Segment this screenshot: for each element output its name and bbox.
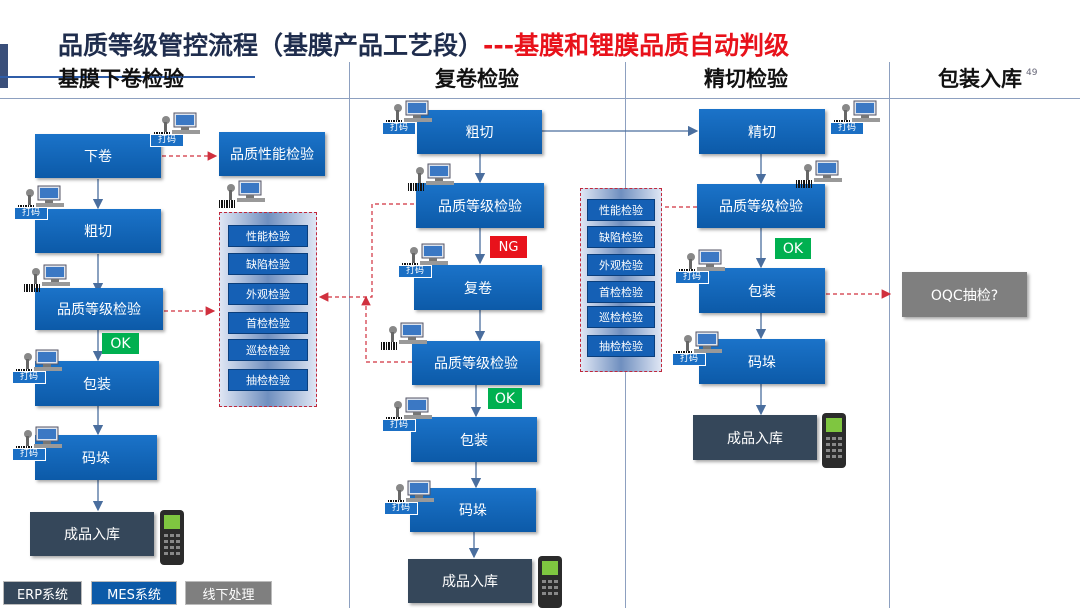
xiajuan-step: 下卷 — [35, 134, 161, 178]
pc-barcode-icon — [219, 180, 265, 208]
quality-grade-check: 品质等级检验 — [697, 184, 825, 228]
legend-erp: ERP系统 — [3, 581, 82, 605]
column-divider-1 — [349, 62, 350, 608]
rough-cut-step: 粗切 — [35, 209, 161, 253]
ng-badge: NG — [490, 236, 527, 258]
quality-grade-check: 品质等级检验 — [416, 183, 544, 228]
panel-item: 首检检验 — [587, 281, 655, 303]
rough-cut-step: 粗切 — [417, 110, 542, 154]
palletizing-step: 码垛 — [35, 435, 157, 480]
panel-item: 抽检检验 — [228, 369, 308, 391]
title-underline — [0, 76, 255, 78]
panel-item: 性能检验 — [228, 225, 308, 247]
oqc-sampling-step: OQC抽检? — [902, 272, 1027, 317]
ok-badge: OK — [102, 333, 139, 354]
panel-item: 性能检验 — [587, 199, 655, 221]
pc-barcode-icon — [154, 112, 200, 140]
pc-barcode-icon — [381, 322, 427, 350]
panel-item: 外观检验 — [228, 283, 308, 305]
quality-performance-check: 品质性能检验 — [219, 132, 325, 176]
palletizing-step: 码垛 — [410, 488, 536, 532]
print-tag: 打码 — [14, 207, 48, 220]
panel-item: 缺陷检验 — [587, 226, 655, 248]
print-tag: 打码 — [12, 448, 46, 461]
warehouse-in-step: 成品入库 — [30, 512, 154, 556]
column-header-4: 包装入库 — [938, 67, 1022, 91]
page-number: 49 — [1026, 68, 1038, 78]
quality-grade-check: 品质等级检验 — [35, 288, 163, 330]
ok-badge: OK — [775, 238, 811, 259]
column-header-1: 基膜下卷检验 — [58, 67, 184, 91]
print-tag: 打码 — [382, 419, 416, 432]
inspection-panel-1: 性能检验 缺陷检验 外观检验 首检检验 巡检检验 抽检检验 — [219, 212, 317, 407]
print-tag: 打码 — [398, 265, 432, 278]
panel-item: 巡检检验 — [228, 339, 308, 361]
packaging-step: 包装 — [699, 268, 825, 313]
print-tag: 打码 — [830, 122, 864, 135]
title-sub: ---基膜和锂膜品质自动判级 — [483, 31, 790, 60]
page-title: 品质等级管控流程（基膜产品工艺段）---基膜和锂膜品质自动判级 — [58, 26, 789, 62]
panel-item: 缺陷检验 — [228, 253, 308, 275]
warehouse-in-step: 成品入库 — [408, 559, 532, 603]
warehouse-in-step: 成品入库 — [693, 415, 817, 460]
column-divider-3 — [889, 62, 890, 608]
inspection-panel-2: 性能检验 缺陷检验 外观检验 首检检验 巡检检验 抽检检验 — [580, 188, 662, 372]
panel-item: 外观检验 — [587, 254, 655, 276]
print-tag: 打码 — [12, 371, 46, 384]
palletizing-step: 码垛 — [699, 339, 825, 384]
pc-barcode-icon — [408, 163, 454, 191]
pc-barcode-icon — [16, 349, 62, 377]
title-accent-bar — [0, 44, 8, 88]
pc-barcode-icon — [24, 264, 70, 292]
print-tag: 打码 — [675, 271, 709, 284]
print-tag: 打码 — [150, 134, 184, 147]
panel-item: 巡检检验 — [587, 306, 655, 328]
legend-offline: 线下处理 — [185, 581, 272, 605]
quality-grade-check: 品质等级检验 — [412, 341, 540, 385]
panel-item: 首检检验 — [228, 312, 308, 334]
handheld-terminal-icon — [538, 556, 562, 608]
rewind-step: 复卷 — [414, 265, 542, 310]
print-tag: 打码 — [672, 353, 706, 366]
handheld-terminal-icon — [822, 413, 846, 468]
fine-cut-step: 精切 — [699, 109, 825, 154]
legend-mes: MES系统 — [91, 581, 177, 605]
pc-barcode-icon — [796, 160, 842, 188]
column-header-2: 复卷检验 — [435, 67, 519, 91]
header-divider — [0, 98, 1080, 99]
print-tag: 打码 — [384, 502, 418, 515]
column-header-3: 精切检验 — [704, 67, 788, 91]
packaging-step: 包装 — [411, 417, 537, 462]
title-main: 品质等级管控流程（基膜产品工艺段） — [58, 31, 484, 60]
ok-badge: OK — [488, 388, 522, 409]
panel-item: 抽检检验 — [587, 335, 655, 357]
print-tag: 打码 — [382, 122, 416, 135]
handheld-terminal-icon — [160, 510, 184, 565]
